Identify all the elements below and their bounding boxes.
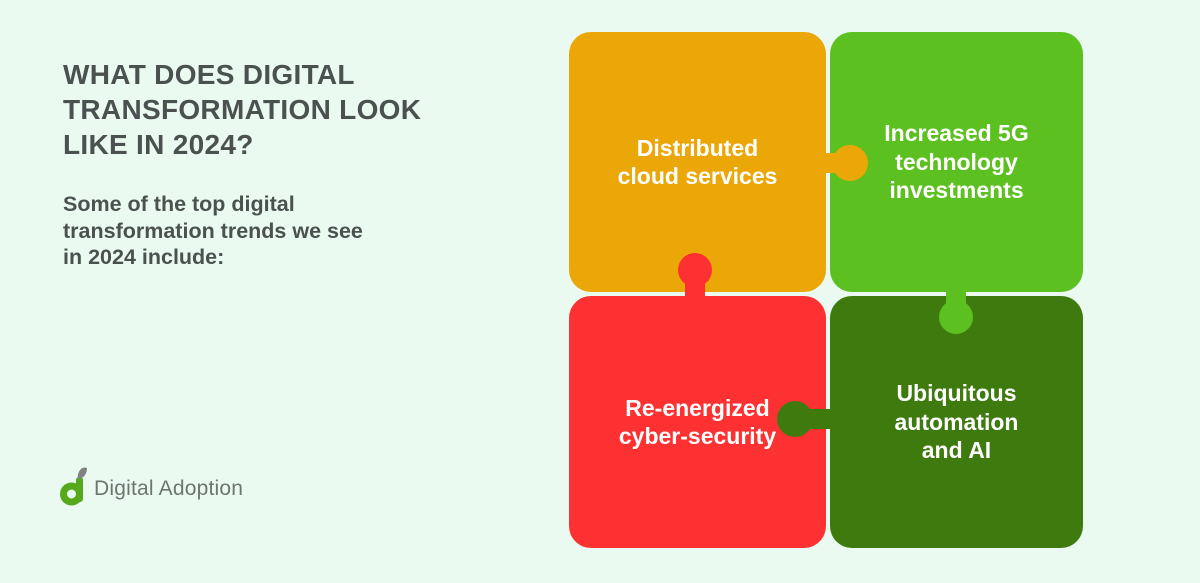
puzzle-knob-red-circle (678, 253, 712, 287)
page-title: WHAT DOES DIGITAL TRANSFORMATION LOOK LI… (63, 59, 422, 160)
puzzle-knob-light-green-circle (939, 300, 973, 334)
puzzle-knob-orange-stem (818, 153, 836, 173)
puzzle-piece-label: Distributed cloud services (617, 134, 778, 190)
puzzle-knob-orange-circle (832, 145, 868, 181)
puzzle-knob-dark-green-circle (777, 401, 813, 437)
brand-logo: Digital Adoption (60, 466, 243, 506)
brand-name: Digital Adoption (94, 477, 244, 500)
puzzle-piece-label: Re-energized cyber-security (618, 394, 777, 450)
puzzle-piece-increased-5g-investments: Increased 5G technology investments (830, 32, 1083, 292)
page-subtitle: Some of the top digital transformation t… (63, 192, 363, 269)
digital-adoption-a-icon (60, 467, 87, 506)
puzzle-piece-label: Ubiquitous automation and AI (894, 380, 1019, 464)
puzzle-grid: Distributed cloud services Increased 5G … (569, 32, 1083, 548)
puzzle-piece-ubiquitous-automation-ai: Ubiquitous automation and AI (830, 296, 1083, 548)
puzzle-piece-label: Increased 5G technology investments (884, 120, 1029, 204)
puzzle-piece-distributed-cloud-services: Distributed cloud services (569, 32, 826, 292)
